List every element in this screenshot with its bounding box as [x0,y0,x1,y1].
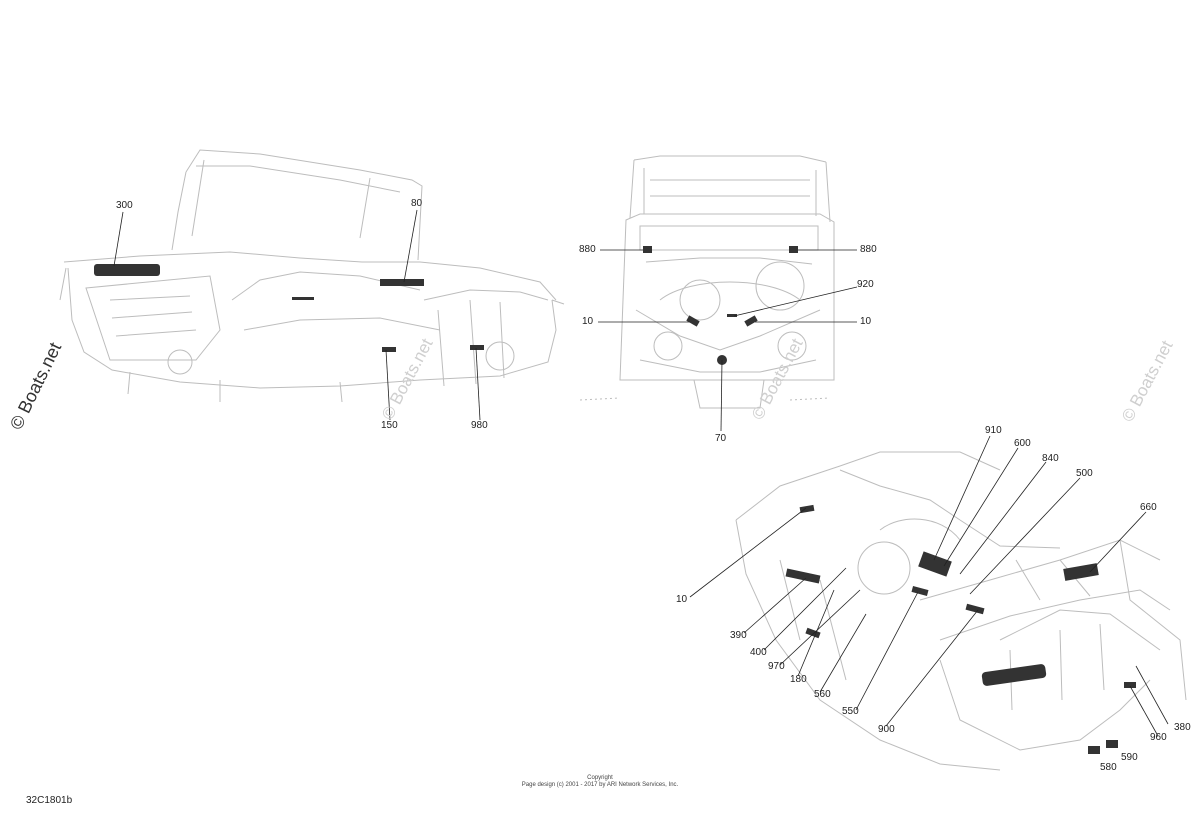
side-view-decals [94,264,484,352]
callout-550[interactable]: 550 [842,706,859,717]
callout-980[interactable]: 980 [471,420,488,431]
callout-840[interactable]: 840 [1042,453,1059,464]
callout-560[interactable]: 560 [814,689,831,700]
callout-970[interactable]: 970 [768,661,785,672]
front-view-vehicle [579,155,835,409]
callout-590[interactable]: 590 [1121,752,1138,763]
callout-380[interactable]: 380 [1174,722,1191,733]
leader-lines [113,209,1169,737]
footer-page-design: Page design (c) 2001 - 2017 by ARI Netwo… [521,782,679,788]
diagram-code: 32C1801b [26,795,73,806]
callout-910[interactable]: 910 [985,425,1002,436]
callout-920[interactable]: 920 [857,279,874,290]
callout-400[interactable]: 400 [750,647,767,658]
rear-view-vehicle [735,451,1187,771]
callout-660[interactable]: 660 [1140,502,1157,513]
callout-10-rear[interactable]: 10 [676,594,688,605]
callout-880-left[interactable]: 880 [579,244,596,255]
callout-150[interactable]: 150 [381,420,398,431]
callout-900[interactable]: 900 [878,724,895,735]
side-view-vehicle [59,149,565,403]
callout-80[interactable]: 80 [411,198,423,209]
callout-580[interactable]: 580 [1100,762,1117,773]
footer-copyright-label: Copyright [587,775,613,781]
front-view-decals [643,246,798,365]
callout-600[interactable]: 600 [1014,438,1031,449]
callout-960[interactable]: 960 [1150,732,1167,743]
callout-300[interactable]: 300 [116,200,133,211]
rear-view-decals [785,504,1136,754]
callout-10-front-right[interactable]: 10 [860,316,872,327]
callout-70[interactable]: 70 [715,433,727,444]
callout-180[interactable]: 180 [790,674,807,685]
callout-10-front-left[interactable]: 10 [582,316,594,327]
callout-880-right[interactable]: 880 [860,244,877,255]
callout-390[interactable]: 390 [730,630,747,641]
callout-500[interactable]: 500 [1076,468,1093,479]
